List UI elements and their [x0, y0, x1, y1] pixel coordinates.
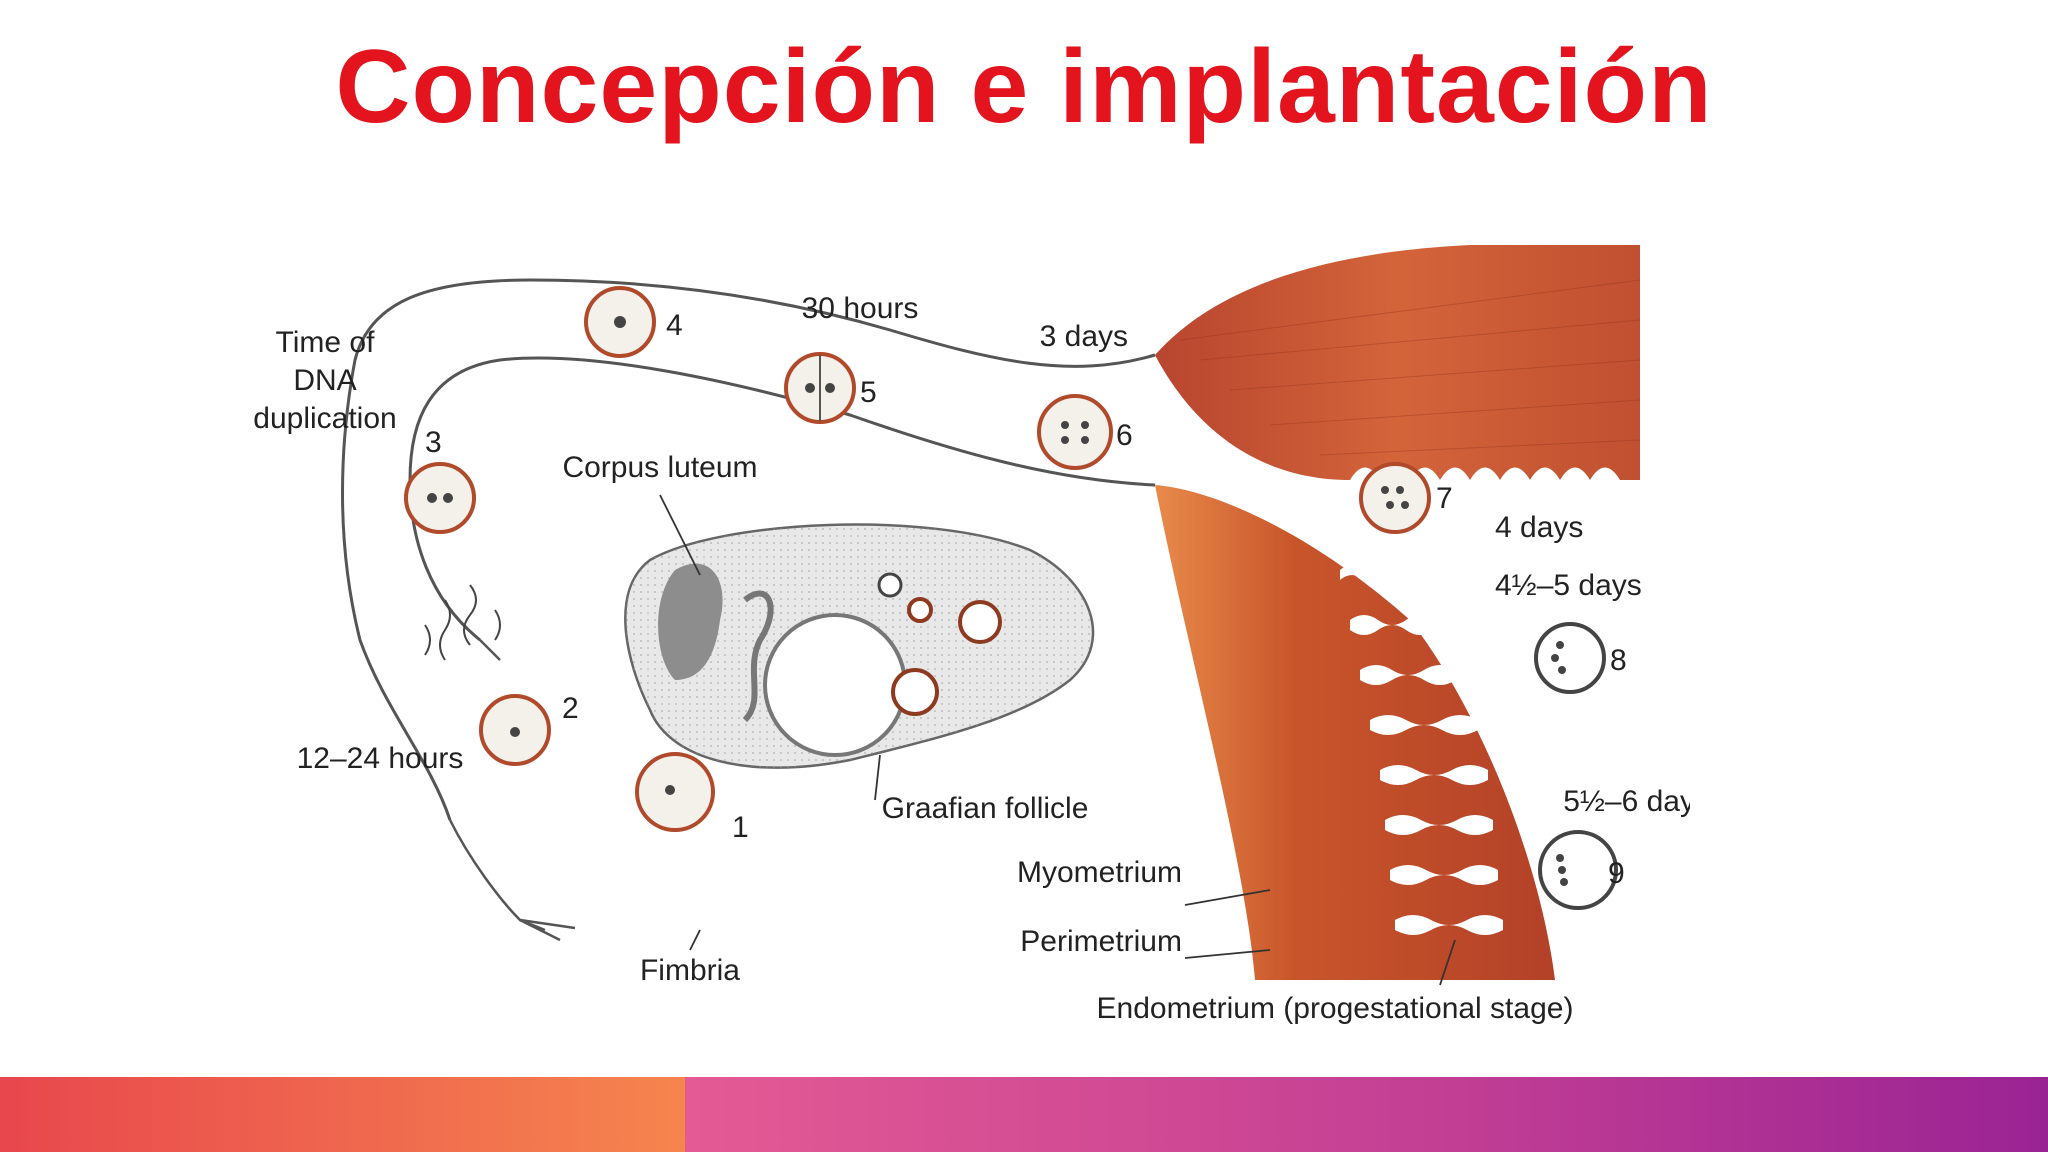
stage-number-9: 9 — [1608, 857, 1625, 890]
label-graafian-follicle: Graafian follicle — [882, 792, 1089, 825]
label-4-5-days: 4½–5 days — [1495, 569, 1642, 602]
slide-title: Concepción e implantación — [0, 28, 2048, 147]
graafian-follicle-shape — [765, 615, 905, 755]
stage-cell-3 — [406, 464, 474, 532]
label-endometrium: Endometrium (progestational stage) — [1097, 992, 1574, 1025]
label-30-hours: 30 hours — [802, 292, 919, 325]
fimbria-shape — [450, 640, 575, 940]
stage-number-3: 3 — [425, 426, 442, 459]
stage-number-6: 6 — [1116, 419, 1133, 452]
stage-number-1: 1 — [732, 811, 749, 844]
footer-band — [0, 1077, 2048, 1152]
label-4-days: 4 days — [1495, 511, 1583, 544]
label-5-6-days: 5½–6 days — [1563, 785, 1690, 818]
label-12-24-hours: 12–24 hours — [297, 742, 464, 775]
label-dna: DNA — [293, 364, 356, 397]
stage-number-7: 7 — [1436, 482, 1453, 515]
stage-number-4: 4 — [666, 309, 683, 342]
stage-number-8: 8 — [1610, 644, 1627, 677]
stage-number-5: 5 — [860, 376, 877, 409]
label-fimbria: Fimbria — [640, 954, 740, 987]
label-time-of: Time of — [276, 326, 376, 359]
diagram-svg: 1 2 3 4 5 6 7 8 9 Time of DNA duplicatio… — [170, 240, 1690, 1070]
conception-diagram: 1 2 3 4 5 6 7 8 9 Time of DNA duplicatio… — [170, 240, 1690, 1070]
label-3-days: 3 days — [1040, 320, 1128, 353]
stage-number-2: 2 — [562, 692, 579, 725]
stage-cell-8 — [1536, 624, 1604, 692]
label-corpus-luteum: Corpus luteum — [562, 451, 757, 484]
footer-band-right — [685, 1077, 2048, 1152]
stage-cell-9 — [1540, 832, 1616, 908]
uterus-upper-wall — [1155, 245, 1640, 490]
stage-cell-1 — [637, 754, 713, 830]
footer-band-left — [0, 1077, 685, 1152]
label-myometrium: Myometrium — [1017, 856, 1182, 889]
label-perimetrium: Perimetrium — [1020, 925, 1182, 958]
stage-cell-6 — [1039, 396, 1111, 468]
uterus-lower-wall — [1155, 485, 1555, 980]
stage-cell-7 — [1361, 464, 1429, 532]
ovary — [625, 525, 1093, 768]
label-duplication: duplication — [253, 402, 396, 435]
